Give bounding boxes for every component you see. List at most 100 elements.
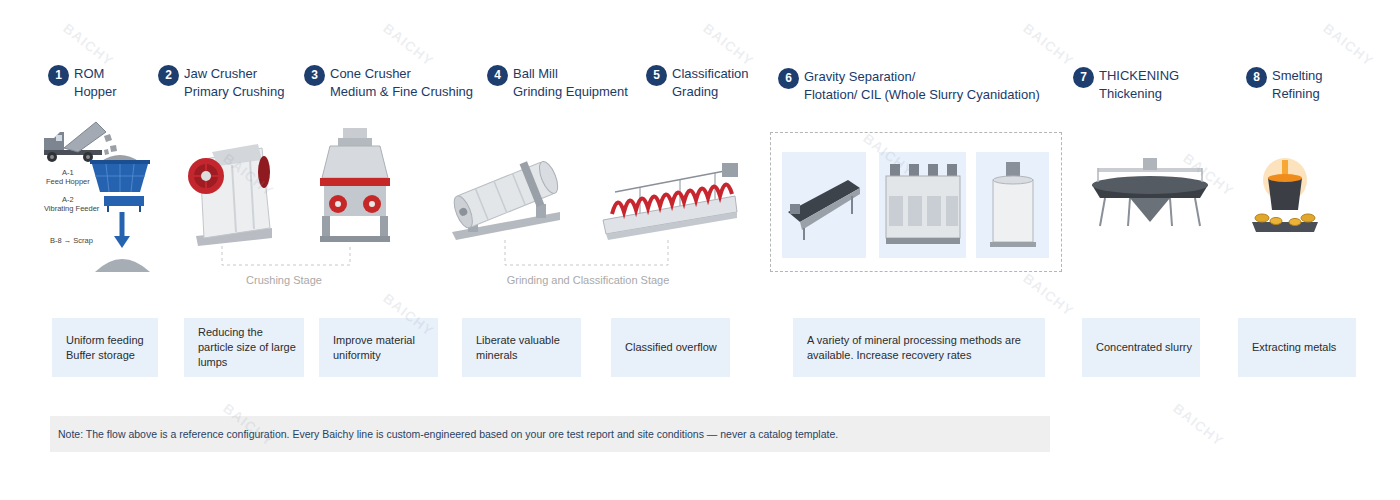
step-title: Classification [672, 65, 749, 83]
dump-truck-part [50, 155, 54, 159]
vibrating-feeder-part [95, 259, 150, 272]
cone-crusher-part [369, 201, 375, 207]
vibrating-feeder-part [120, 212, 125, 238]
ball-mill-part [448, 153, 564, 235]
step-subtitle: Primary Crushing [184, 83, 284, 101]
callout-label: Vibrating Feeder [44, 204, 99, 213]
thickener-part [1100, 198, 1105, 226]
description-text: Liberate valuable minerals [476, 333, 573, 363]
watermark: BAICHY [1020, 20, 1077, 69]
process-group-box: 6Gravity Separation/Flotation/ CIL (Whol… [770, 132, 1062, 272]
step-title: Ball Mill [513, 65, 558, 83]
dump-truck [44, 122, 117, 162]
ball-mill-part-part [475, 189, 488, 221]
smelting-ladle-part [1252, 222, 1318, 232]
step-number: 5 [646, 65, 667, 86]
flotation-cells-part [889, 196, 903, 226]
cone-crusher-part [343, 128, 367, 138]
cone-crusher [320, 128, 390, 242]
step-number: 6 [778, 68, 799, 89]
watermark: BAICHY [220, 150, 277, 199]
stage-bracket-part [505, 240, 668, 265]
flotation-cells-part [886, 238, 960, 244]
smelting-ladle [1252, 158, 1318, 232]
flotation-cells-part [886, 176, 960, 238]
step-number: 4 [487, 65, 508, 86]
process-step: 8SmeltingRefining [1237, 118, 1332, 282]
smelting-ladle-part [1301, 214, 1315, 222]
watermark: BAICHY [380, 20, 437, 69]
flotation-cells-part [946, 196, 958, 226]
ball-mill-part-part [494, 181, 507, 213]
callout-label: A-2 [62, 195, 74, 204]
watermark: BAICHY [1020, 270, 1077, 319]
spiral-classifier [603, 163, 738, 240]
description-box: Reducing the particle size of large lump… [184, 318, 304, 377]
step-title: ROM [74, 65, 104, 83]
note-text: Note: The flow above is a reference conf… [58, 427, 838, 441]
watermark: BAICHY [860, 130, 917, 179]
flotation-cells-part [928, 164, 938, 176]
smelting-ladle-part [1268, 178, 1302, 210]
description-text: Classified overflow [625, 340, 722, 355]
description-text: Uniform feeding Buffer storage [66, 333, 150, 363]
cone-crusher-part [329, 195, 347, 213]
shaking-table-part [803, 228, 805, 240]
stage-label: Crushing Stage [134, 274, 434, 287]
ball-mill-part-part [513, 174, 526, 206]
vibrating-feeder [95, 196, 150, 272]
description-box: Concentrated slurry [1082, 318, 1200, 377]
cone-crusher-part [322, 146, 388, 178]
step-heading: 6Gravity Separation/Flotation/ CIL (Whol… [778, 68, 1098, 108]
dump-truck-part [64, 122, 106, 152]
step-subtitle: Refining [1272, 85, 1320, 103]
description-text: Concentrated slurry [1096, 340, 1192, 355]
step-number: 8 [1246, 67, 1267, 88]
cone-crusher-part [338, 138, 372, 146]
dump-truck-part [104, 149, 109, 155]
stage-bracket-part [222, 246, 350, 265]
feed-hopper-part [95, 176, 145, 177]
smelting-ladle-part [1289, 219, 1301, 226]
thickener-part [1092, 176, 1208, 194]
step-heading: 7THICKENINGThickening [1073, 67, 1393, 107]
cone-crusher-part [320, 236, 390, 242]
cone-crusher-part [335, 201, 341, 207]
smelting-ladle-part [1268, 174, 1302, 182]
step-subtitle: Grading [672, 83, 718, 101]
thickener-part [1130, 198, 1170, 222]
step-number: 2 [158, 65, 179, 86]
flotation-cells-part [908, 196, 922, 226]
stage-label: Grinding and Classification Stage [438, 274, 738, 287]
agitation-tank [990, 162, 1036, 247]
step-title: THICKENING [1099, 67, 1179, 85]
vibrating-feeder-part [107, 206, 109, 212]
watermark: BAICHY [700, 20, 757, 69]
description-box: A variety of mineral processing methods … [793, 318, 1045, 377]
step-title: Jaw Crusher [184, 65, 257, 83]
shaking-table [788, 180, 860, 240]
shaking-table-part [851, 196, 853, 214]
agitation-tank-part [990, 242, 1036, 247]
thickener-part [1170, 198, 1172, 226]
watermark: BAICHY [60, 20, 117, 69]
flotation-cells-part [947, 164, 957, 176]
step-subtitle: Medium & Fine Crushing [330, 83, 473, 101]
spiral-classifier-part [606, 212, 737, 240]
description-text: Extracting metals [1252, 340, 1348, 355]
step-subtitle: Flotation/ CIL (Whole Slurry Cyanidation… [804, 86, 1040, 104]
description-text: A variety of mineral processing methods … [807, 333, 1037, 363]
step-number: 7 [1073, 67, 1094, 88]
dump-truck-part [104, 134, 112, 142]
thickener-part [1195, 198, 1200, 226]
smelting-ladle-part [1270, 218, 1282, 225]
description-box: Liberate valuable minerals [462, 318, 581, 377]
stage-bracket [222, 240, 668, 265]
description-text: Reducing the particle size of large lump… [198, 325, 296, 370]
smelting-ladle-part [1255, 214, 1269, 222]
cone-crusher-part [322, 216, 330, 238]
jaw-crusher-part [194, 164, 218, 188]
step-subtitle: Grinding Equipment [513, 83, 628, 101]
process-step: 4Ball MillGrinding Equipment [428, 118, 566, 282]
step-subtitle: Hopper [74, 83, 117, 101]
